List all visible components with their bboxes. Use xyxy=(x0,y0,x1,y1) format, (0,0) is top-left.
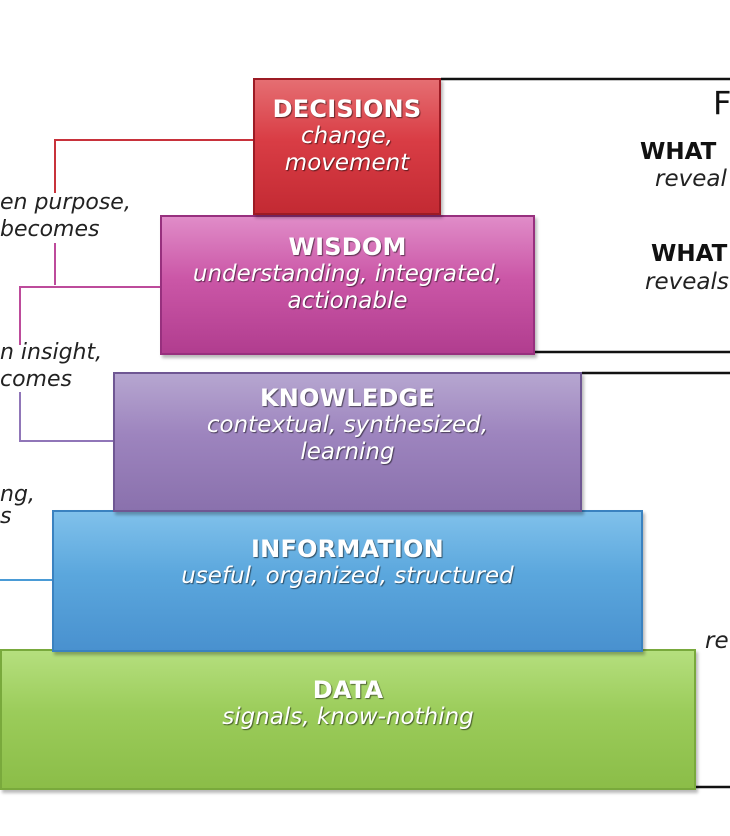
left-note-1a: en purpose, xyxy=(0,190,131,215)
tier-decisions-name: DECISIONS xyxy=(272,95,422,123)
left-note-2b: comes xyxy=(0,367,72,392)
tier-data-desc: signals, know-nothing xyxy=(222,703,474,730)
right-re: re xyxy=(705,628,729,654)
right-reveal-1: reveal xyxy=(655,166,727,192)
magenta-connector xyxy=(19,286,160,345)
right-letter: F xyxy=(713,84,730,122)
red-connector xyxy=(54,139,253,193)
tier-wisdom-desc-line1: understanding, integrated, xyxy=(192,260,503,287)
tier-wisdom-name: WISDOM xyxy=(288,232,407,261)
tier-knowledge-desc-line2: learning xyxy=(300,438,395,465)
tier-wisdom: WISDOM understanding, integrated, action… xyxy=(160,215,535,355)
tier-knowledge: KNOWLEDGE contextual, synthesized, learn… xyxy=(113,372,582,512)
tier-knowledge-name: KNOWLEDGE xyxy=(259,383,436,412)
tier-decisions: DECISIONS change, movement xyxy=(253,78,441,215)
tier-information: INFORMATION useful, organized, structure… xyxy=(52,510,643,652)
tier-information-name: INFORMATION xyxy=(251,535,444,563)
tier-knowledge-desc-line1: contextual, synthesized, xyxy=(206,411,489,438)
left-note-3a: ng, xyxy=(0,482,35,507)
tier-data-name: DATA xyxy=(312,675,384,704)
tier-wisdom-desc-line2: actionable xyxy=(287,287,408,314)
left-note-1b: becomes xyxy=(0,217,100,242)
tier-data: DATA signals, know-nothing xyxy=(0,649,696,790)
tier-decisions-desc-line1: change, xyxy=(301,123,393,149)
left-note-3b: s xyxy=(0,504,12,529)
right-reveal-2: reveals xyxy=(645,269,729,295)
right-what-2: WHAT xyxy=(651,241,728,267)
tier-decisions-desc-line2: movement xyxy=(284,150,410,176)
left-note-2a: n insight, xyxy=(0,340,103,365)
right-what-1: WHAT xyxy=(640,139,717,165)
purple-connector xyxy=(19,392,113,442)
tier-information-desc: useful, organized, structured xyxy=(181,563,514,589)
